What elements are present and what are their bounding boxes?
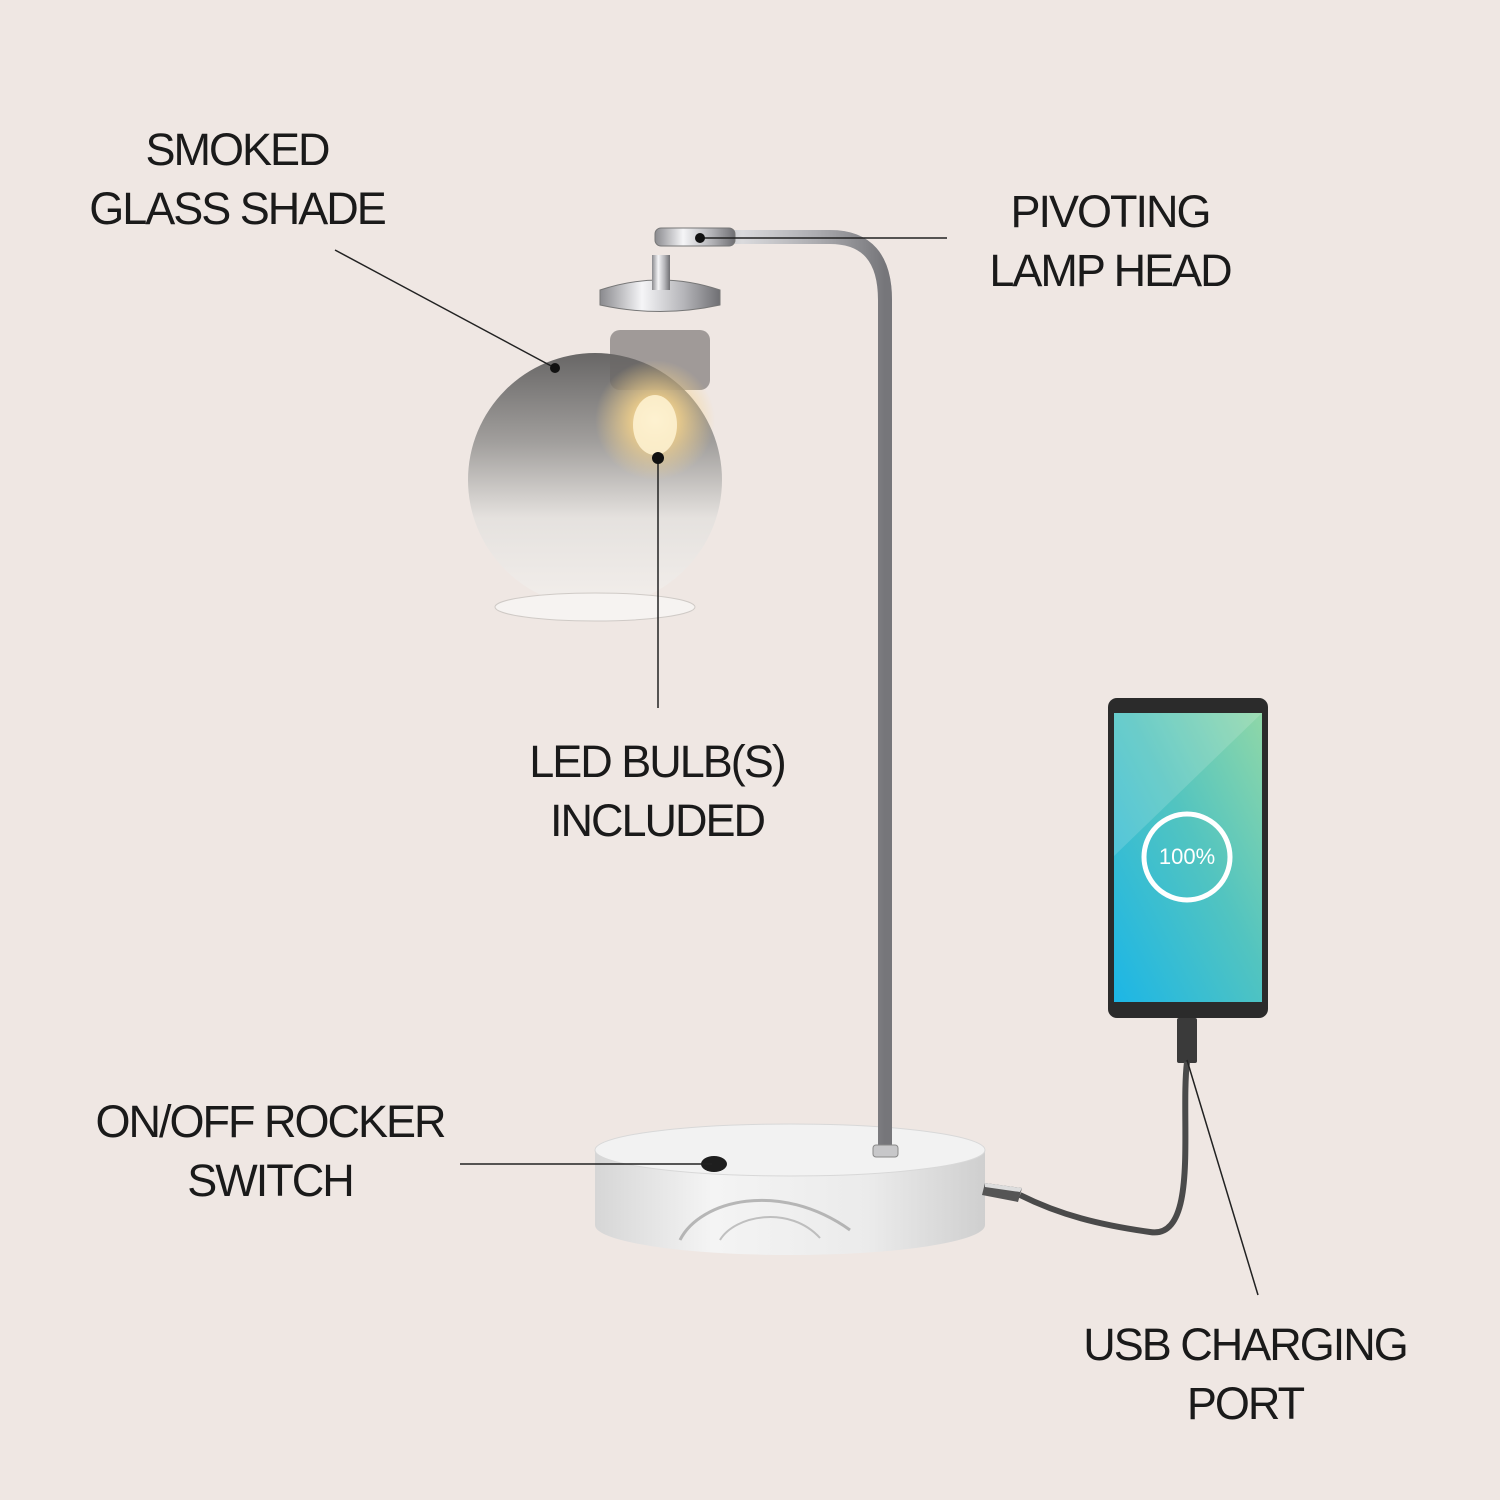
marble-base xyxy=(594,1123,986,1255)
callout-bulb-line1: LED BULB(S) xyxy=(529,736,787,787)
callout-shade-line2: GLASS SHADE xyxy=(89,183,387,234)
callout-switch-line1: ON/OFF ROCKER xyxy=(95,1096,446,1147)
callout-shade-line1: SMOKED xyxy=(145,124,330,175)
led-bulb xyxy=(633,395,677,455)
callout-bulb: LED BULB(S) INCLUDED xyxy=(529,732,787,850)
callout-switch-line2: SWITCH xyxy=(187,1155,354,1206)
battery-ring xyxy=(1141,811,1233,903)
callout-switch: ON/OFF ROCKER SWITCH xyxy=(95,1092,446,1210)
shade-leader-line xyxy=(334,249,556,369)
pivot-joint[interactable] xyxy=(654,227,736,247)
callout-bulb-line2: INCLUDED xyxy=(549,795,766,846)
callout-usb-line2: PORT xyxy=(1186,1378,1305,1429)
usb-cable xyxy=(982,1018,1197,1236)
callout-pivot: PIVOTING LAMP HEAD xyxy=(989,182,1232,300)
callout-pivot-line2: LAMP HEAD xyxy=(989,245,1232,296)
callout-shade: SMOKED GLASS SHADE xyxy=(89,120,387,238)
callout-usb: USB CHARGING PORT xyxy=(1083,1315,1409,1433)
rocker-switch[interactable] xyxy=(701,1156,727,1172)
callout-pivot-line1: PIVOTING xyxy=(1010,186,1211,237)
battery-percent: 100% xyxy=(1158,844,1216,869)
callout-usb-line1: USB CHARGING xyxy=(1083,1319,1409,1370)
shade-cap xyxy=(599,279,721,312)
glass-shade xyxy=(468,330,722,622)
phone xyxy=(1108,698,1268,1018)
usb-leader-line xyxy=(1186,1059,1259,1296)
